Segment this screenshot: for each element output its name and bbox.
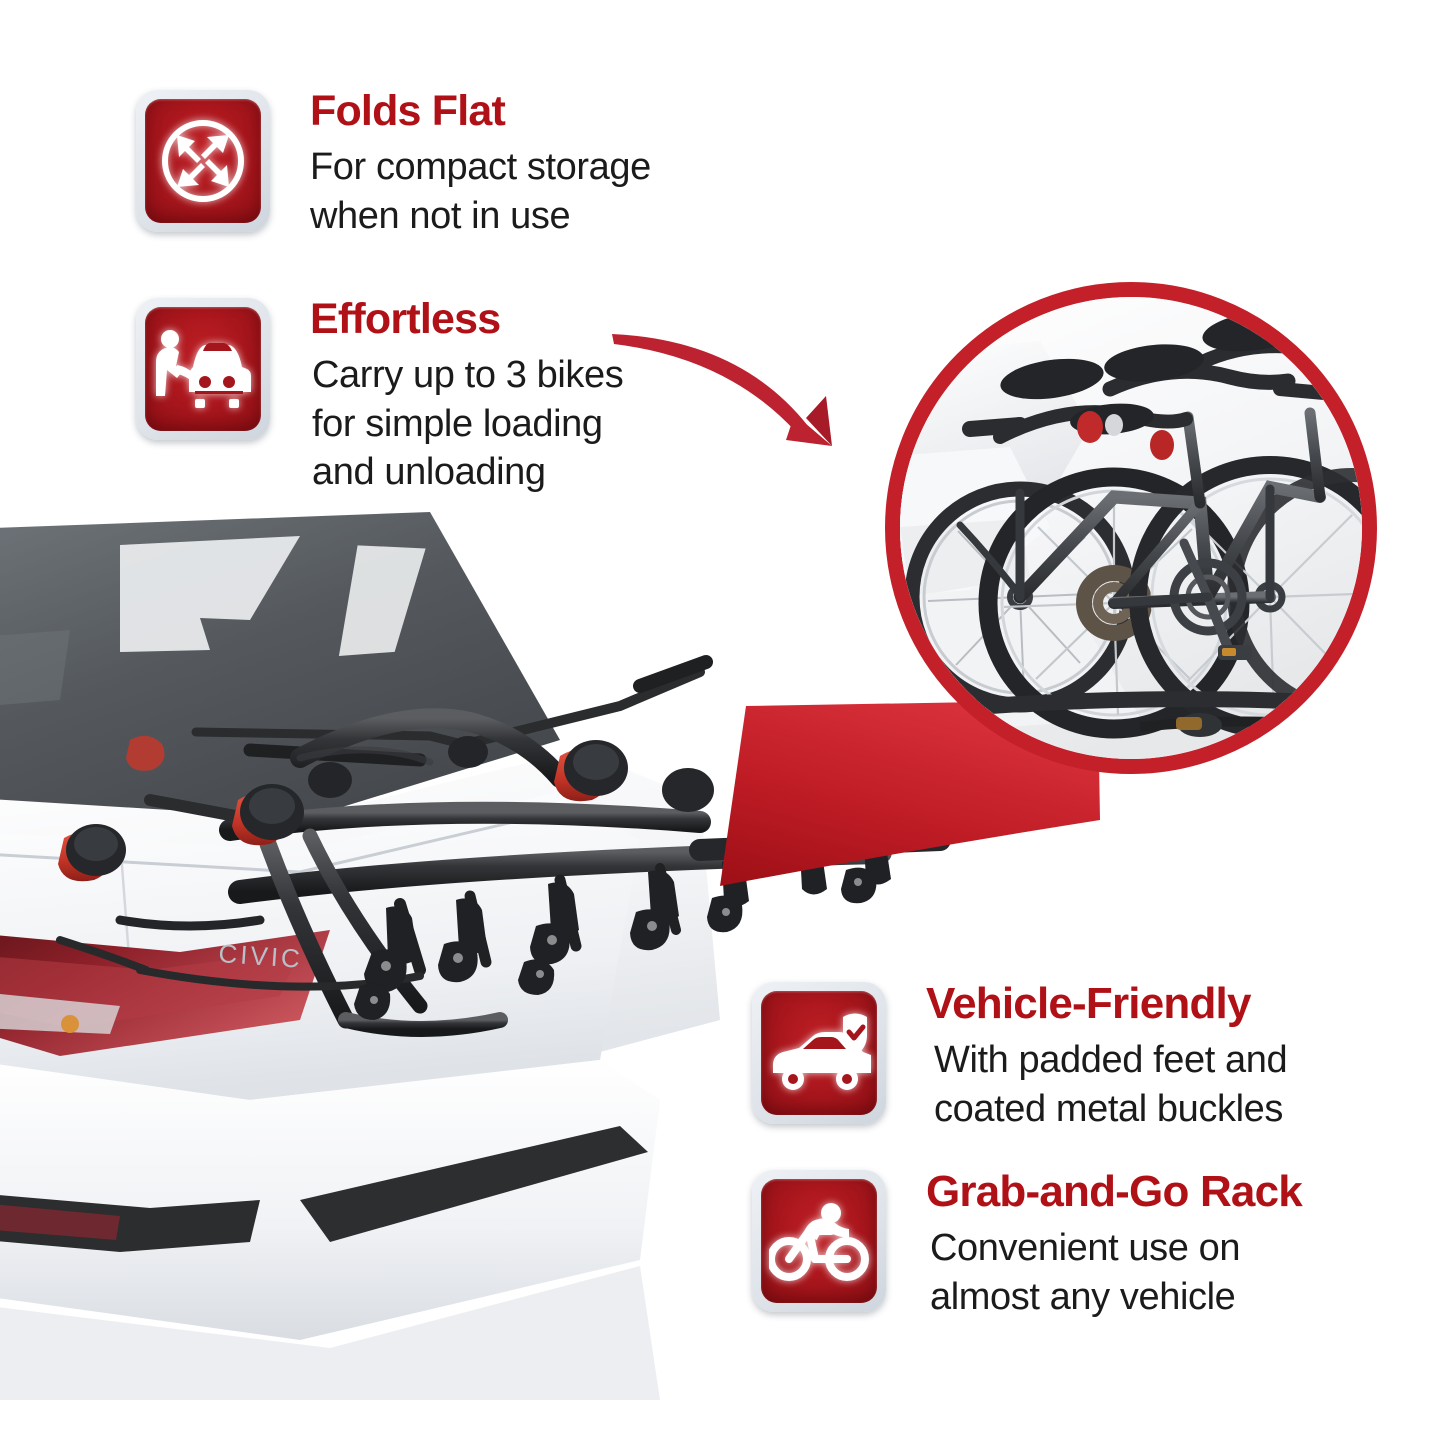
feature-description: Carry up to 3 bikes for simple loading a… (312, 354, 624, 494)
feature-description: Convenient use on almost any vehicle (930, 1227, 1241, 1318)
feature-icon-tile (136, 90, 270, 232)
callout-arrow-icon (600, 300, 890, 470)
feature-text: Vehicle-Friendly With padded feet and co… (926, 979, 1288, 1133)
feature-description: With padded feet and coated metal buckle… (934, 1039, 1288, 1130)
civic-badge: CIVIC (218, 938, 304, 974)
feature-icon-tile (752, 982, 886, 1124)
feature-title: Vehicle-Friendly (926, 979, 1251, 1028)
magnified-detail-circle (885, 282, 1377, 774)
feature-grab-and-go-rack: Grab-and-Go Rack Convenient use on almos… (752, 1167, 1303, 1321)
cyclist-icon (761, 1179, 877, 1303)
compress-arrows-circle-icon (145, 99, 261, 223)
feature-icon-tile (136, 298, 270, 440)
vehicle-rack-photo: CIVIC (0, 500, 960, 1400)
magnifier-ring (885, 282, 1377, 774)
person-loading-car-icon (145, 307, 261, 431)
feature-title: Grab-and-Go Rack (926, 1167, 1303, 1216)
feature-text: Effortless Carry up to 3 bikes for simpl… (310, 295, 624, 497)
feature-folds-flat: Folds Flat For compact storage when not … (136, 90, 651, 240)
feature-title: Effortless (310, 295, 501, 343)
feature-vehicle-friendly: Vehicle-Friendly With padded feet and co… (752, 979, 1288, 1133)
feature-effortless: Effortless Carry up to 3 bikes for simpl… (136, 295, 624, 497)
feature-text: Folds Flat For compact storage when not … (310, 90, 651, 240)
feature-icon-tile (752, 1170, 886, 1312)
car-shield-check-icon (761, 991, 877, 1115)
bikes-closeup-photo (900, 297, 1362, 759)
feature-description: For compact storage when not in use (310, 146, 651, 237)
feature-title: Folds Flat (310, 87, 506, 135)
feature-text: Grab-and-Go Rack Convenient use on almos… (926, 1167, 1303, 1321)
